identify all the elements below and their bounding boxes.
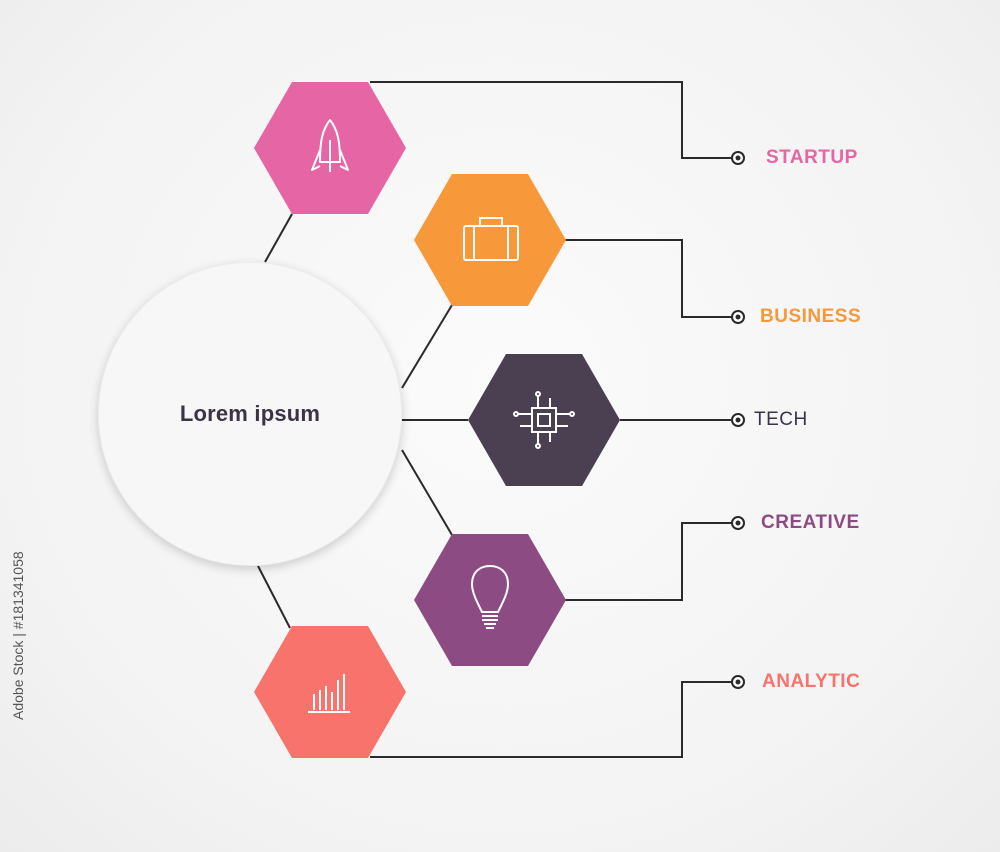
connector-creative-label xyxy=(565,522,734,601)
label-business: BUSINESS xyxy=(760,306,862,327)
hub-title: Lorem ipsum xyxy=(179,401,321,426)
hexagon-tech xyxy=(468,354,620,486)
connector-hub-analytic xyxy=(257,565,291,629)
terminal-dot-startup xyxy=(731,151,745,165)
hexagon-analytic xyxy=(254,626,406,758)
label-analytic: ANALYTIC xyxy=(762,671,861,692)
connector-analytic-label xyxy=(370,681,734,758)
hub-connectors xyxy=(257,213,468,629)
hexagon-creative xyxy=(414,534,566,666)
stock-id-watermark: Adobe Stock | #181341058 xyxy=(10,551,26,720)
central-hub-circle: Lorem ipsum xyxy=(98,262,402,566)
terminal-dot-creative xyxy=(731,516,745,530)
terminal-dot-business xyxy=(731,310,745,324)
label-connectors xyxy=(370,81,734,758)
bar-chart-icon xyxy=(308,674,350,713)
rocket-icon xyxy=(311,119,349,172)
hexagon-business xyxy=(414,174,566,306)
connector-startup-label xyxy=(370,81,734,159)
briefcase-icon xyxy=(463,217,519,261)
connector-hub-creative xyxy=(401,449,453,536)
terminal-dot-tech xyxy=(731,413,745,427)
chip-icon xyxy=(513,391,575,449)
connector-hub-startup xyxy=(264,213,293,263)
terminal-dot-analytic xyxy=(731,675,745,689)
lightbulb-icon xyxy=(470,564,510,629)
label-creative: CREATIVE xyxy=(761,512,860,533)
label-startup: STARTUP xyxy=(766,147,858,168)
label-tech: TECH xyxy=(754,409,808,430)
connector-hub-business xyxy=(401,304,453,389)
connector-business-label xyxy=(565,239,734,318)
terminal-dots xyxy=(731,151,745,689)
